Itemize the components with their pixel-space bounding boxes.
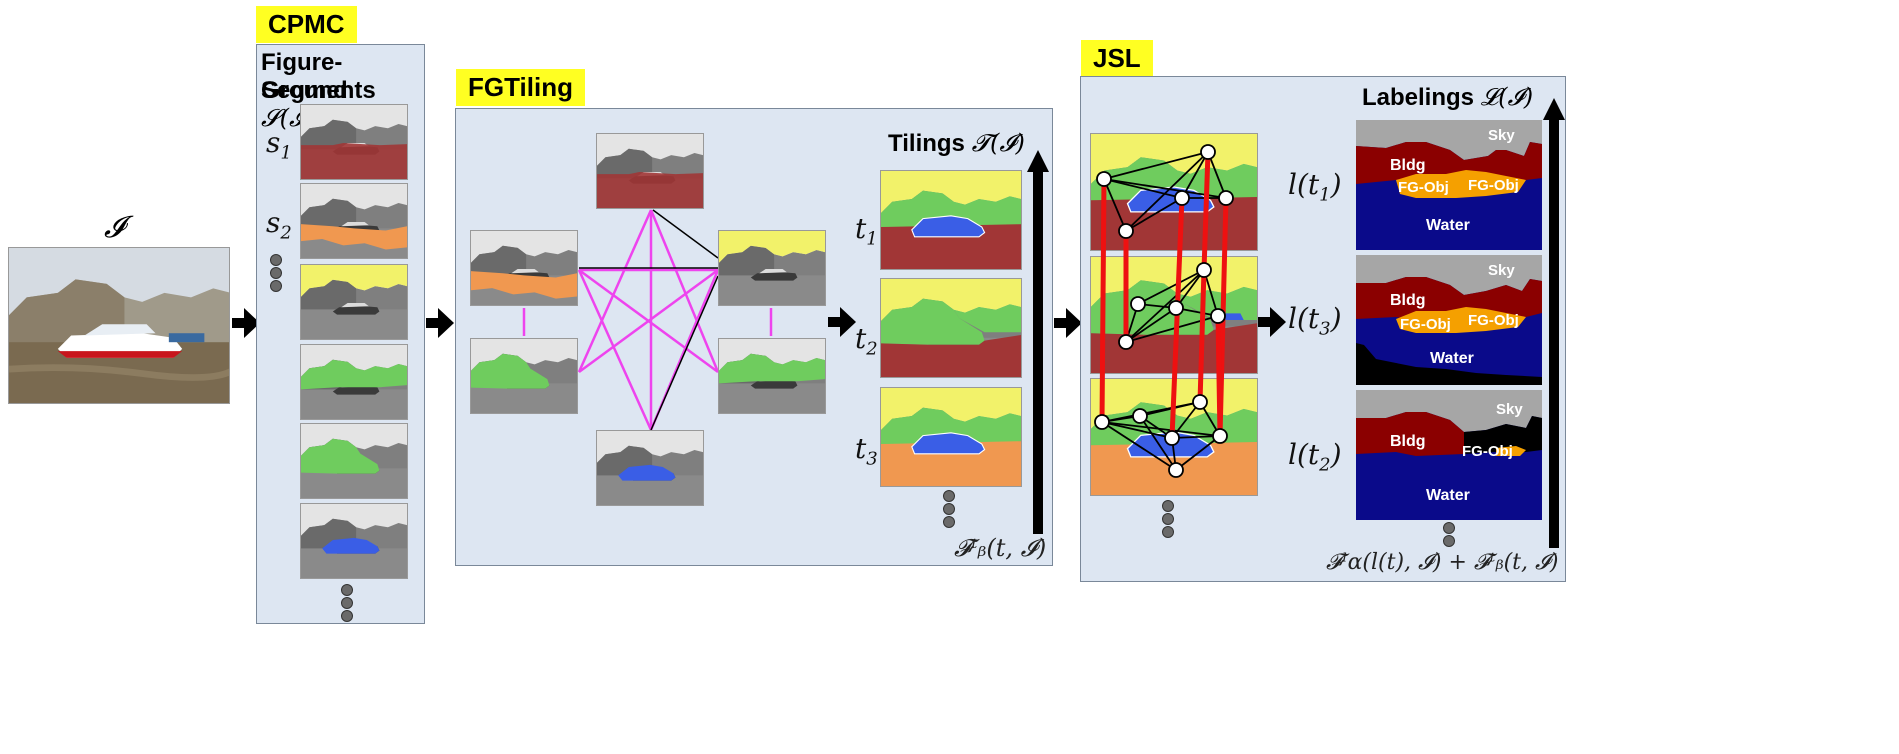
tiling-label-text: t — [855, 432, 867, 465]
cpmc-title-text: Segments — [261, 77, 376, 104]
fg-node-left-bottom — [470, 338, 578, 414]
labeling-label-t3: l(t3) — [1288, 302, 1342, 340]
jsl-intra-edges — [1101, 151, 1227, 471]
fg-node-left-top — [470, 230, 578, 306]
arrow-cpmc-to-fgtiling — [426, 308, 454, 338]
label-map-2-obj-b: FG-Obj — [1468, 312, 1519, 329]
label-map-3-obj-b: FG-Obj — [1462, 443, 1513, 460]
labeling-label-sub: 1 — [1319, 184, 1331, 206]
segment-thumb-3 — [300, 264, 408, 340]
label-map-2-obj-a: FG-Obj — [1400, 316, 1451, 333]
label-map-1-obj-b: FG-Obj — [1468, 177, 1519, 194]
incompatible-edges — [579, 209, 719, 431]
arrow-fgtiling-to-jsl — [1054, 308, 1082, 338]
seg-label-sub: 2 — [280, 222, 292, 244]
label-map-2-water: Water — [1430, 350, 1474, 367]
segment-thumb-2 — [300, 183, 408, 259]
tilings-score-arrow — [1027, 150, 1049, 534]
labelings-title: Labelings 𝓛(𝓘) — [1362, 83, 1534, 112]
label-map-2-bldg: Bldg — [1390, 292, 1426, 309]
labelings-title-math: 𝓛(𝓘) — [1480, 83, 1534, 111]
jsl-tilings-ellipsis — [1162, 500, 1174, 539]
labelings-score: 𝓕ˡα(l(t), 𝓘) + 𝓕ᵗᵦ(t, 𝓘) — [1326, 550, 1559, 575]
tiling-label-text: t — [855, 322, 867, 355]
tiling-compatibility-graph — [522, 209, 773, 431]
tiling-label-t1: t1 — [855, 212, 878, 250]
labeling-label-sub: 2 — [1319, 454, 1331, 476]
tiling-label-t3: t3 — [855, 432, 878, 470]
tiling-thumb-2 — [880, 278, 1022, 378]
tiling-label-t2: t2 — [855, 322, 878, 360]
labeling-label-text: l(t — [1288, 168, 1320, 201]
tiling-thumb-1 — [880, 170, 1022, 270]
labeling-label-sub: 3 — [1319, 318, 1331, 340]
label-map-1-obj-a: FG-Obj — [1398, 179, 1449, 196]
cpmc-title-line1: Figure-Ground — [261, 49, 348, 104]
label-map-3-bldg: Bldg — [1390, 433, 1426, 450]
tiling-label-sub: 3 — [866, 448, 878, 470]
tiling-label-sub: 1 — [866, 228, 878, 250]
compatible-edges — [522, 209, 773, 431]
tiling-thumb-3 — [880, 387, 1022, 487]
seg-label-text: s — [266, 206, 281, 239]
jsl-inter-edges — [1099, 149, 1229, 441]
fgtiling-tag: FGTiling — [456, 69, 585, 106]
cpmc-ellipsis-small — [270, 254, 282, 293]
tiling-label-sub: 2 — [866, 338, 878, 360]
label-map-2-sky: Sky — [1488, 262, 1515, 279]
tilings-title: Tilings 𝓣(𝓘) — [888, 129, 1025, 158]
label-map-1-sky: Sky — [1488, 127, 1515, 144]
seg-label-text: s — [266, 126, 281, 159]
label-map-3-sky: Sky — [1496, 401, 1523, 418]
seg-label-sub: 1 — [280, 142, 292, 164]
labelings-ellipsis — [1443, 522, 1455, 548]
input-image — [8, 247, 230, 404]
arrow-graph-to-tilings — [828, 307, 856, 337]
labeling-label-t1: l(t1) — [1288, 168, 1342, 206]
jsl-graph — [1094, 144, 1234, 478]
jsl-nodes — [1094, 144, 1234, 478]
seg-label-s2: s2 — [266, 206, 292, 244]
arrow-jsl-to-labelings — [1258, 307, 1286, 337]
labelings-score-arrow — [1543, 98, 1565, 548]
label-map-1-bldg: Bldg — [1390, 157, 1426, 174]
label-map-1-water: Water — [1426, 217, 1470, 234]
arrow-input-to-cpmc — [232, 308, 260, 338]
label-map-2: Sky Bldg FG-Obj FG-Obj Water — [1356, 255, 1542, 385]
fg-node-right-top — [718, 230, 826, 306]
fg-node-right-bottom — [718, 338, 826, 414]
tilings-score: 𝓕ᵗᵦ(t, 𝓘) — [954, 534, 1047, 562]
fg-node-bottom — [596, 430, 704, 506]
labeling-label-t2: l(t2) — [1288, 438, 1342, 476]
labelings-title-text: Labelings — [1362, 84, 1475, 111]
input-image-label: 𝓘 — [104, 210, 125, 245]
segment-thumb-4 — [300, 344, 408, 420]
tiling-label-text: t — [855, 212, 867, 245]
labeling-label-text: l(t — [1288, 302, 1320, 335]
cpmc-ellipsis — [341, 584, 353, 623]
label-map-3-water: Water — [1426, 487, 1470, 504]
tilings-ellipsis — [943, 490, 955, 529]
cpmc-tag: CPMC — [256, 6, 357, 43]
labeling-label-text: l(t — [1288, 438, 1320, 471]
segment-thumb-6 — [300, 503, 408, 579]
label-map-1: Sky Bldg FG-Obj FG-Obj Water — [1356, 120, 1542, 250]
tilings-title-math: 𝓣(𝓘) — [971, 129, 1025, 157]
seg-label-s1: s1 — [266, 126, 292, 164]
segment-thumb-5 — [300, 423, 408, 499]
tilings-title-text: Tilings — [888, 130, 965, 157]
label-map-3: Sky Bldg FG-Obj Water — [1356, 390, 1542, 520]
fg-node-top — [596, 133, 704, 209]
segment-thumb-1 — [300, 104, 408, 180]
jsl-tag: JSL — [1081, 40, 1153, 77]
